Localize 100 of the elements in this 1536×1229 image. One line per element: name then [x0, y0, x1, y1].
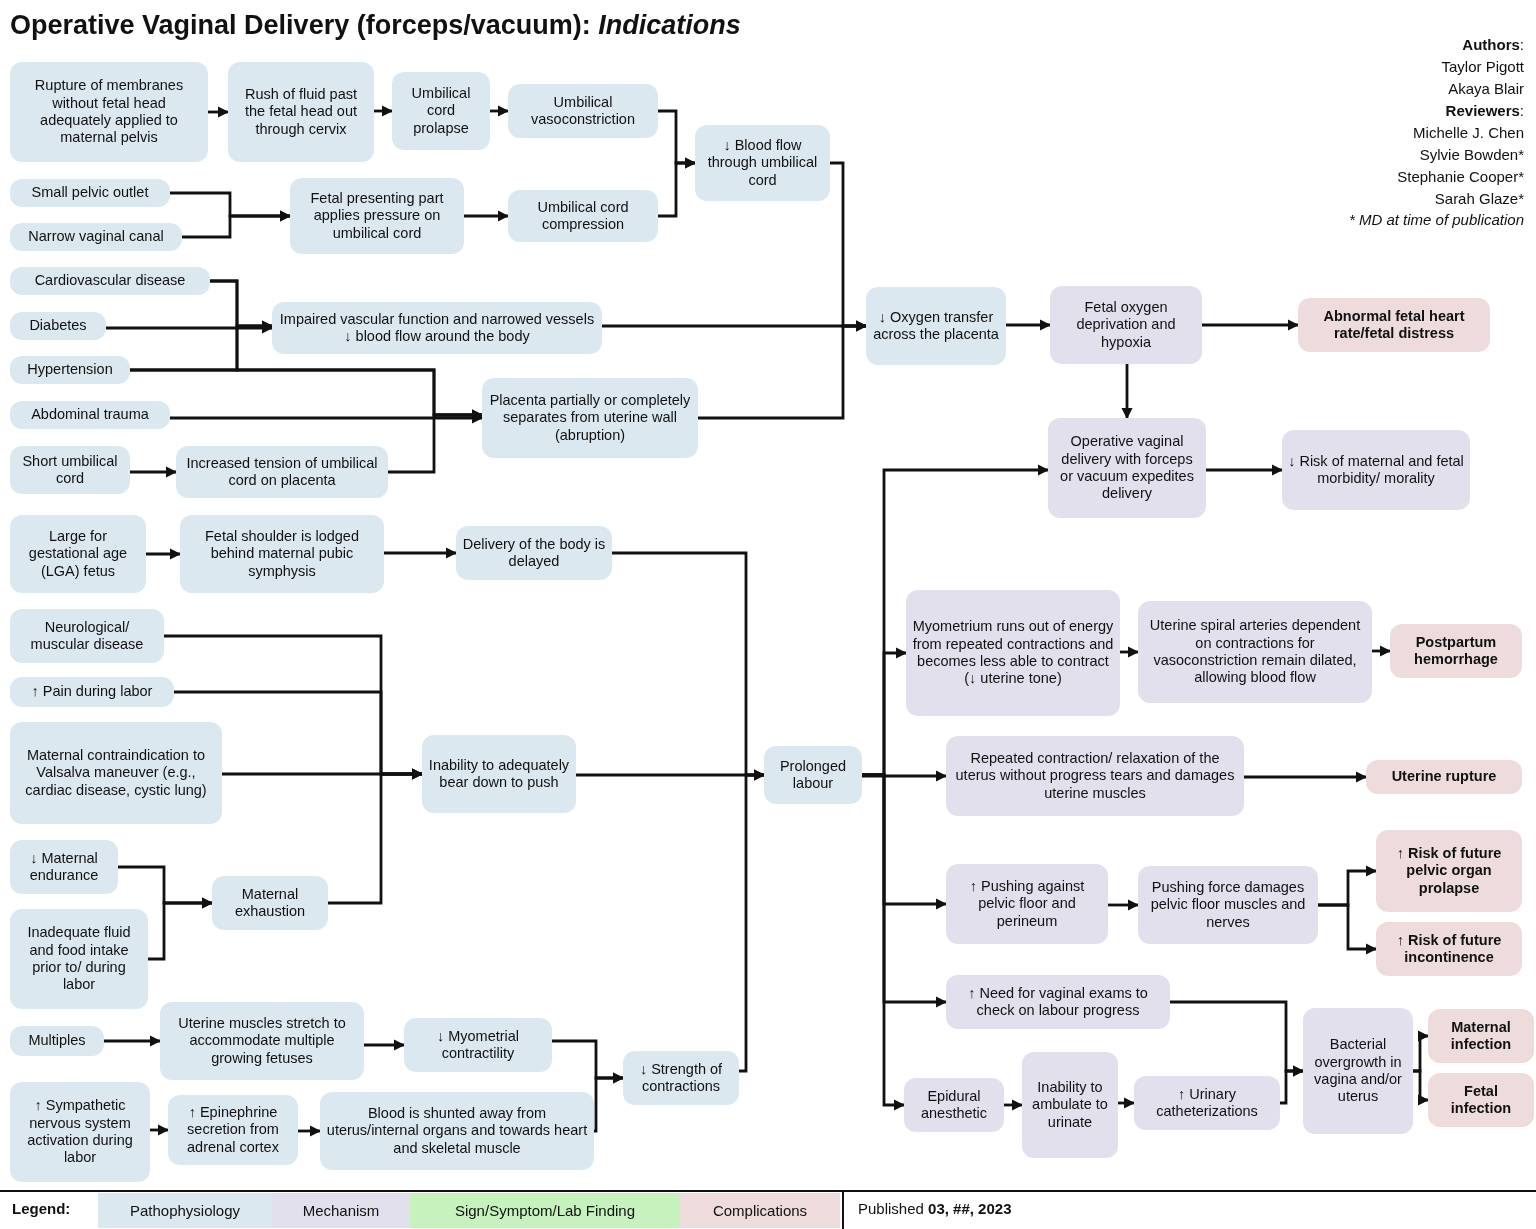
- author-name: Taylor Pigott: [1441, 58, 1524, 75]
- arrow: [490, 105, 510, 117]
- process-box: Uterine spiral arteries dependent on contractions for vasoconstriction remain dilated, allowing blood flow: [1138, 601, 1372, 703]
- arrow: [862, 770, 948, 782]
- author-name: Sarah Glaze*: [1434, 190, 1524, 207]
- process-box: ↓ Strength of contractions: [623, 1051, 739, 1105]
- process-box: Uterine muscles stretch to accommodate multiple growing fetuses: [160, 1002, 364, 1080]
- process-box: Hypertension: [10, 356, 130, 384]
- arrow: [384, 547, 458, 559]
- arrow: [328, 768, 424, 905]
- arrow: [593, 1072, 625, 1133]
- author-heading: Authors:: [1462, 36, 1524, 53]
- arrow: [1121, 364, 1133, 420]
- arrow: [1318, 903, 1378, 955]
- arrow: [698, 320, 868, 420]
- process-box: Large for gestational age (LGA) fetus: [10, 515, 146, 593]
- arrow: [1413, 1069, 1430, 1106]
- complication-box: ↑ Risk of future pelvic organ prolapse: [1376, 830, 1522, 912]
- process-box: Repeated contraction/ relaxation of the uterus without progress tears and damages uterine muscles: [946, 736, 1244, 816]
- process-box: Umbilical cord prolapse: [392, 72, 490, 150]
- complication-box: Postpartum hemorrhage: [1390, 624, 1522, 678]
- arrow: [1280, 1065, 1305, 1105]
- process-box: Maternal contraindication to Valsalva maneuver (e.g., cardiac disease, cystic lung): [10, 722, 222, 824]
- process-box: Blood is shunted away from uterus/internal organs and towards heart and skeletal muscle: [320, 1092, 594, 1170]
- arrow: [1202, 319, 1300, 331]
- process-box: Umbilical cord compression: [508, 190, 658, 242]
- author-name: Sylvie Bowden*: [1419, 146, 1524, 163]
- process-box: ↓ Oxygen transfer across the placenta: [866, 287, 1006, 365]
- footnote: * MD at time of publication: [1348, 211, 1524, 228]
- process-box: Neurological/ muscular disease: [10, 609, 164, 663]
- process-box: Placenta partially or completely separates from uterine wall (abruption): [482, 378, 698, 458]
- arrow: [150, 1124, 170, 1136]
- arrow: [1372, 645, 1392, 657]
- arrow: [208, 106, 230, 118]
- arrow: [1004, 1099, 1024, 1111]
- arrow: [658, 157, 697, 218]
- complication-box: ↑ Risk of future incontinence: [1376, 922, 1522, 976]
- arrow: [1006, 319, 1052, 331]
- arrow: [364, 1039, 406, 1051]
- arrow: [862, 773, 906, 1111]
- process-box: Inability to adequately bear down to push: [422, 735, 576, 813]
- arrow: [1120, 646, 1140, 658]
- legend-label: Complications: [712, 1202, 808, 1219]
- diagram-title: Operative Vaginal Delivery (forceps/vacuum): Indications: [10, 10, 741, 41]
- process-box: ↑ Pain during labor: [10, 677, 174, 707]
- process-box: Operative vaginal delivery with forceps or vacuum expedites delivery: [1048, 418, 1206, 518]
- process-box: Rupture of membranes without fetal head adequately applied to maternal pelvis: [10, 62, 208, 162]
- process-box: Multiples: [10, 1026, 104, 1056]
- process-box: Narrow vaginal canal: [10, 223, 182, 251]
- process-box: Fetal oxygen deprivation and hypoxia: [1050, 286, 1202, 364]
- arrow: [1118, 1097, 1136, 1109]
- process-box: Fetal shoulder is lodged behind maternal pubic symphysis: [180, 515, 384, 593]
- arrow: [146, 548, 182, 560]
- process-box: Epidural anesthetic: [904, 1078, 1004, 1132]
- process-box: Abdominal trauma: [10, 401, 170, 429]
- legend-label: Sign/Symptom/Lab Finding: [454, 1202, 636, 1219]
- arrow: [1206, 464, 1284, 476]
- complication-box: Maternal infection: [1428, 1009, 1534, 1063]
- process-box: Inability to ambulate to urinate: [1022, 1052, 1118, 1158]
- process-box: ↓ Blood flow through umbilical cord: [695, 125, 830, 201]
- process-box: Small pelvic outlet: [10, 179, 170, 207]
- process-box: Myometrium runs out of energy from repeated contractions and becomes less able to contract (↓ uterine tone): [906, 590, 1120, 716]
- arrow: [298, 1125, 322, 1137]
- process-box: Cardiovascular disease: [10, 267, 210, 295]
- arrow: [739, 769, 766, 1073]
- process-box: ↓ Myometrial contractility: [404, 1018, 552, 1072]
- process-box: Rush of fluid past the fetal head out through cervix: [228, 62, 374, 162]
- author-name: Stephanie Cooper*: [1397, 168, 1524, 185]
- arrow: [464, 210, 510, 222]
- reviewer-heading: Reviewers:: [1445, 102, 1524, 119]
- arrow: [182, 210, 292, 239]
- arrow: [374, 105, 394, 117]
- process-box: ↑ Sympathetic nervous system activation during labor: [10, 1082, 150, 1182]
- arrow: [104, 1035, 162, 1047]
- process-box: ↑ Urinary catheterizations: [1134, 1076, 1280, 1130]
- process-box: Delivery of the body is delayed: [456, 526, 612, 580]
- process-box: Bacterial overgrowth in vagina and/or uterus: [1303, 1008, 1413, 1134]
- publication-note: Published 03, ##, 2023: [858, 1200, 1012, 1217]
- process-box: Fetal presenting part applies pressure on umbilical cord: [290, 178, 464, 254]
- author-name: Michelle J. Chen: [1413, 124, 1524, 141]
- process-box: ↑ Epinephrine secretion from adrenal cortex: [168, 1095, 298, 1165]
- legend-label: Pathophysiology: [129, 1202, 241, 1219]
- process-box: Inadequate fluid and food intake prior to/ during labor: [10, 909, 148, 1009]
- complication-box: Fetal infection: [1428, 1073, 1534, 1127]
- arrow: [130, 466, 178, 478]
- legend-label: Mechanism: [302, 1202, 380, 1219]
- process-box: Increased tension of umbilical cord on placenta: [176, 446, 388, 498]
- arrow: [388, 409, 484, 474]
- arrow: [1108, 899, 1140, 911]
- process-box: Diabetes: [10, 312, 106, 340]
- process-box: Impaired vascular function and narrowed vessels ↓ blood flow around the body: [272, 302, 602, 354]
- process-box: ↑ Need for vaginal exams to check on labour progress: [946, 975, 1170, 1029]
- process-box: ↓ Maternal endurance: [10, 840, 118, 894]
- process-box: ↑ Pushing against pelvic floor and perineum: [946, 864, 1108, 944]
- process-box: Pushing force damages pelvic floor muscles and nerves: [1138, 866, 1318, 944]
- complication-box: Uterine rupture: [1366, 760, 1522, 794]
- author-name: Akaya Blair: [1448, 80, 1524, 97]
- arrow: [1244, 771, 1368, 783]
- process-box: Maternal exhaustion: [212, 876, 328, 930]
- complication-box: Abnormal fetal heart rate/fetal distress: [1298, 298, 1490, 352]
